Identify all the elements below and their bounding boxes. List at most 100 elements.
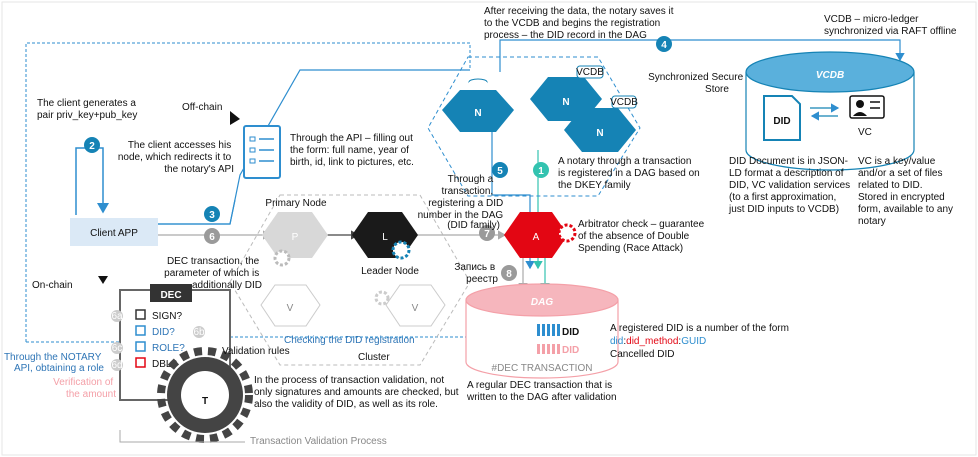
dec-param-line-3: additionally DID	[192, 280, 262, 291]
vcdb-mini-icon-1	[468, 78, 488, 88]
step4-caption-line-1: After receiving the data, the notary sav…	[484, 6, 674, 17]
arbitrator-node: A	[504, 212, 568, 258]
did-document-line-1: DID Document is in JSON-	[729, 156, 848, 167]
through-tx-line-4: number in the DAG	[418, 210, 504, 221]
off-chain-pointer-icon	[230, 111, 240, 125]
tx-validation-caption: In the process of transaction validation…	[254, 375, 461, 410]
through-tx-line-2: transaction,	[442, 186, 494, 197]
step-2-marker: 2	[84, 137, 100, 153]
vcdb-caption-line-2: synchronized via RAFT offline	[824, 26, 957, 37]
step-6d-label: 6d	[111, 360, 122, 371]
step-8-marker: 8	[501, 265, 517, 281]
api-form-line-2: the form: full name, year of	[290, 145, 409, 156]
through-tx-caption: Through a transaction, registering a DID…	[418, 174, 506, 231]
api-form-caption: Through the API – filling out the form: …	[290, 133, 416, 168]
regular-dec-line-2: written to the DAG after validation	[466, 392, 617, 403]
validation-rules-caption: Validation rules	[222, 346, 290, 357]
client-access-line-2: node, which redirects it to	[118, 152, 232, 163]
sync-store-caption: Synchronized Secure Store	[648, 72, 746, 95]
step4-caption: After receiving the data, the notary sav…	[484, 6, 676, 41]
check-did-label: DID?	[152, 327, 175, 338]
dec-param-line-1: DEC transaction, the	[167, 256, 260, 267]
primary-node-label: P	[292, 232, 299, 243]
registered-did-text: DID	[562, 327, 579, 338]
step-2-label: 2	[89, 141, 95, 152]
notary-api-line-1: Through the NOTARY	[4, 352, 102, 363]
role-checkbox	[135, 341, 146, 352]
step-1-label: 1	[538, 166, 544, 177]
checking-did-caption: Checking the DID registration	[284, 335, 415, 346]
did-checkbox	[135, 325, 146, 336]
form-icon	[243, 125, 281, 179]
t-gear-letter: T	[202, 396, 208, 407]
step-8-label: 8	[506, 269, 512, 280]
did-format: did:did_method:GUID	[610, 336, 706, 347]
verification-caption: Verification of the amount	[53, 377, 116, 400]
vcdb-label: VCDB	[816, 70, 844, 81]
on-chain-pointer-icon	[98, 276, 108, 284]
client-keys-line-1: The client generates a	[37, 98, 136, 109]
tx-validation-line-3: also the validity of DID, as well as its…	[254, 399, 438, 410]
validator-node-1-label: V	[287, 303, 294, 314]
validator-node-2: V	[385, 284, 446, 327]
dag-cylinder: DAG #DEC TRANSACTION	[465, 283, 619, 379]
notary-node-3: N VCDB	[564, 95, 638, 152]
notary-dag-line-3: the DKEY family	[558, 180, 631, 191]
verification-line-2: the amount	[66, 389, 116, 400]
process-bracket	[119, 430, 245, 443]
cluster-caption: Cluster	[358, 352, 390, 363]
step4-caption-line-3: process – the DID record in the DAG	[484, 30, 647, 41]
t-gear-icon: T	[157, 347, 253, 443]
validator-gear-icon	[374, 290, 390, 306]
regular-dec-line-1: A regular DEC transaction that is	[467, 380, 612, 391]
step-3-label: 3	[209, 210, 215, 221]
sign-checkbox	[135, 309, 146, 320]
zapis-line-2: реестр	[466, 274, 498, 285]
leader-gear-icon	[391, 240, 411, 260]
tx-validation-line-1: In the process of transaction validation…	[254, 375, 444, 386]
through-tx-line-3: registering a DID	[428, 198, 503, 209]
vcdb-mini-label-2: VCDB	[576, 67, 604, 78]
vc-desc-line-5: form, available to any	[858, 204, 953, 215]
step-7-label: 7	[484, 229, 490, 240]
process-title: Transaction Validation Process	[250, 436, 387, 447]
step-6c-label: 6c	[112, 343, 123, 354]
did-format-guid: GUID	[681, 336, 706, 347]
step-4-label: 4	[661, 40, 667, 51]
leader-node-label: L	[382, 232, 388, 243]
step-5-label: 5	[497, 166, 503, 177]
check-role-label: ROLE?	[152, 343, 185, 354]
step-6a-label: 6a	[111, 311, 123, 322]
arbitrator-caption: Arbitrator check – guarantee of the abse…	[578, 219, 707, 254]
step-6-marker: 6	[204, 228, 220, 244]
client-keys-caption: The client generates a pair priv_key+pub…	[37, 98, 139, 121]
registered-did-icon: DID	[537, 324, 579, 338]
step-6b-label: 6b	[193, 327, 205, 338]
notary-cluster-hexagon	[427, 56, 641, 197]
notary-node-1-label: N	[474, 108, 481, 119]
step-5-marker: 5	[492, 162, 508, 178]
notary-dag-line-1: A notary through a transaction	[558, 156, 691, 167]
node-cluster-hexagon	[229, 194, 471, 366]
vc-desc-line-1: VC is a key/value	[858, 156, 936, 167]
api-form-line-3: birth, id, link to pictures, etc.	[290, 157, 414, 168]
tx-validation-line-2: only signatures and amounts are checked,…	[254, 387, 459, 398]
vc-desc-line-6: notary	[858, 216, 886, 227]
vcdb-caption-line-1: VCDB – micro-ledger	[824, 14, 919, 25]
arbitrator-gear-icon	[557, 223, 577, 243]
client-access-line-3: the notary's API	[164, 164, 234, 175]
did-format-method: did_method	[626, 336, 678, 347]
dbl-checkbox	[135, 357, 146, 368]
notary-api-line-2: API, obtaining a role	[14, 363, 104, 374]
step-6b-marker: 6b	[193, 326, 205, 338]
client-access-line-1: The client accesses his	[128, 140, 231, 151]
notary-node-2-label: N	[562, 97, 569, 108]
vcdb-caption: VCDB – micro-ledger synchronized via RAF…	[824, 14, 957, 37]
dag-tx-label: #DEC TRANSACTION	[492, 363, 593, 374]
primary-node-title: Primary Node	[265, 198, 327, 209]
through-tx-line-1: Through a	[448, 174, 494, 185]
did-document-icon-text: DID	[773, 116, 790, 127]
